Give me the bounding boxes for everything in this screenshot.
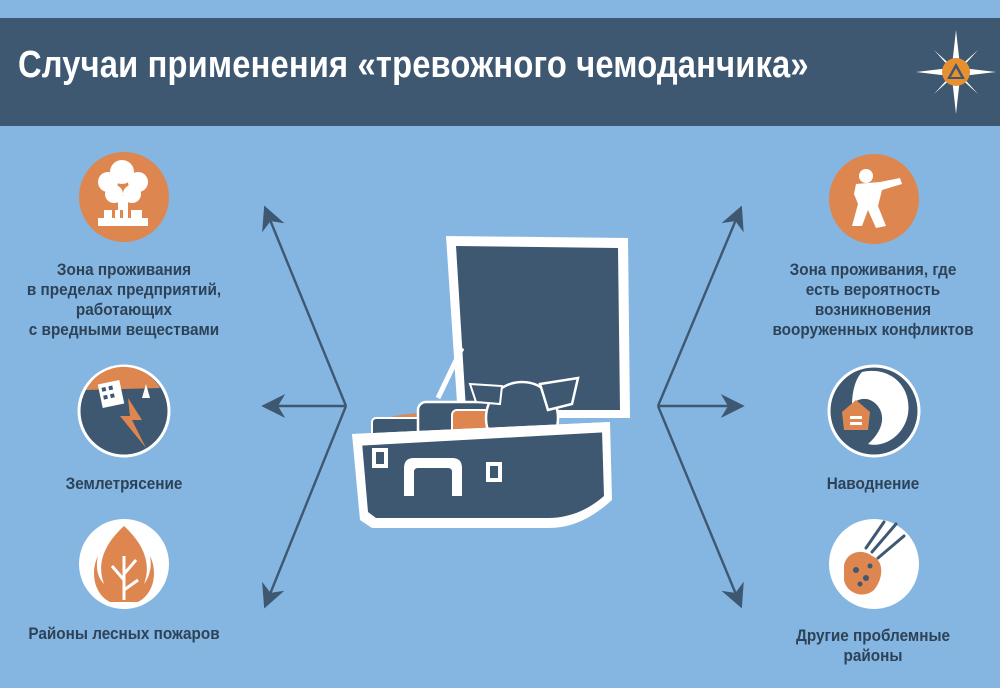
- caption-line: Наводнение: [826, 474, 920, 493]
- earthquake-icon: [77, 364, 171, 458]
- caption-line: есть вероятность: [805, 280, 941, 299]
- flood-wave-icon: [827, 364, 921, 458]
- caption-line: Районы лесных пожаров: [28, 624, 220, 643]
- arrow-left-top: [262, 205, 348, 407]
- caption-line: с вредными веществами: [28, 320, 220, 339]
- right-arrows: [656, 205, 745, 609]
- forest-fire-icon: [79, 519, 169, 609]
- caption-right-other-areas: Другие проблемные районы: [750, 626, 996, 666]
- caption-line: Зона проживания: [56, 260, 192, 279]
- caption-line: вооруженных конфликтов: [772, 320, 974, 339]
- caption-line: Другие проблемные: [795, 626, 951, 645]
- page-title: Случаи применения «тревожного чемоданчик…: [18, 44, 809, 86]
- chemical-explosion-icon: [79, 152, 169, 242]
- caption-left-hazardous-plants: Зона проживания в пределах предприятий, …: [4, 260, 244, 340]
- caption-line: Зона проживания, где: [789, 260, 957, 279]
- caption-line: в пределах предприятий,: [26, 280, 222, 299]
- arrow-left-bottom: [262, 405, 348, 609]
- caption-line: районы: [843, 646, 903, 665]
- arrow-right-bottom: [656, 405, 744, 609]
- caption-left-earthquake: Землетрясение: [4, 474, 244, 494]
- caption-line: работающих: [75, 300, 173, 319]
- armed-conflict-soldier-icon: [829, 154, 919, 244]
- arrow-right-top: [656, 205, 744, 407]
- emergency-suitcase-icon: [352, 236, 630, 528]
- caption-line: возникновения: [814, 300, 932, 319]
- caption-left-forest-fires: Районы лесных пожаров: [4, 624, 244, 644]
- header-banner: Случаи применения «тревожного чемоданчик…: [0, 18, 1000, 126]
- caption-right-flood: Наводнение: [750, 474, 996, 494]
- left-arrows: [261, 205, 348, 609]
- caption-right-armed-conflicts: Зона проживания, где есть вероятность во…: [750, 260, 996, 340]
- emercom-star-emblem-icon: [916, 30, 996, 114]
- caption-line: Землетрясение: [65, 474, 183, 493]
- meteorite-icon: [829, 519, 919, 609]
